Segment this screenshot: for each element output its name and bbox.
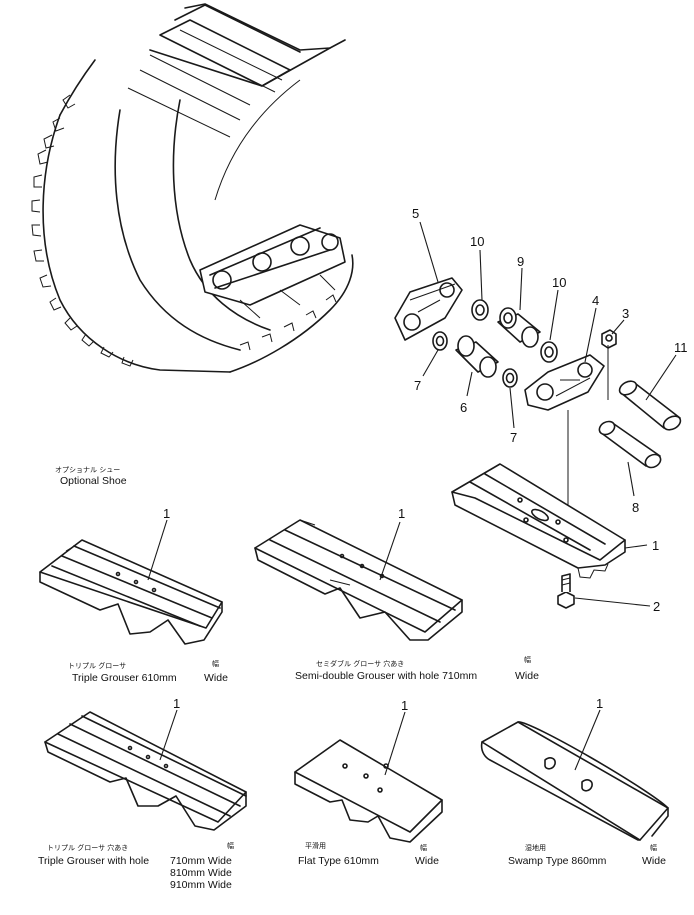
triple-jp-width: 幅: [212, 659, 219, 668]
seal-10-lower: [540, 341, 558, 363]
triple-hole-width-910: 910mm Wide: [170, 879, 232, 891]
leader-semidouble: [379, 521, 401, 581]
link-5: [394, 277, 463, 341]
flat-width: Wide: [415, 855, 439, 867]
assembly-line: [567, 345, 609, 520]
flat-label: Flat Type 610mm: [298, 855, 379, 867]
swamp-jp-width: 幅: [650, 843, 657, 852]
triple-width: Wide: [204, 672, 228, 684]
optional-shoe-jp: オプショナル シュー: [55, 466, 120, 474]
bushing-9: [497, 307, 541, 348]
triple-hole-width-710: 710mm Wide: [170, 855, 232, 867]
semidouble-label: Semi-double Grouser with hole 710mm: [295, 670, 477, 682]
optional-shoe-label: Optional Shoe: [60, 475, 127, 487]
callout-1-swamp: 1: [596, 696, 603, 711]
callout-5: 5: [412, 206, 419, 221]
track-assembly-illustration: [31, 3, 354, 373]
seal-7-left: [432, 331, 448, 351]
seal-10-upper: [471, 299, 489, 321]
leader-swamp: [574, 709, 601, 771]
triple-label: Triple Grouser 610mm: [72, 672, 177, 684]
bolt-2: [557, 573, 575, 609]
callout-1-triple-hole: 1: [173, 696, 180, 711]
semidouble-jp: セミダブル グローサ 穴あき: [316, 659, 404, 668]
leader-flat: [384, 711, 406, 776]
callout-8: 8: [632, 500, 639, 515]
triple-jp: トリプル グローサ: [68, 661, 126, 670]
shoe-triple-grouser-hole-illustration: [44, 711, 247, 831]
swamp-label: Swamp Type 860mm: [508, 855, 607, 867]
seal-7-right: [502, 368, 518, 388]
callout-10-upper: 10: [470, 234, 484, 249]
callout-2: 2: [653, 599, 660, 614]
flat-jp: 平滑用: [305, 841, 326, 850]
semidouble-jp-width: 幅: [524, 655, 531, 664]
track-shoe-standard: [451, 463, 626, 579]
triple-hole-label: Triple Grouser with hole: [38, 855, 149, 867]
triple-hole-width-810: 810mm Wide: [170, 867, 232, 879]
pin-11: [618, 380, 682, 431]
swamp-jp: 湿地用: [525, 843, 546, 852]
callout-11: 11: [674, 340, 688, 355]
callout-7-right: 7: [510, 430, 517, 445]
bushing-6: [455, 335, 499, 378]
callout-9: 9: [517, 254, 524, 269]
link-4: [524, 354, 605, 411]
shoe-flat-type-illustration: [294, 739, 443, 843]
callout-3: 3: [622, 306, 629, 321]
callout-1-triple: 1: [163, 506, 170, 521]
callout-1-flat: 1: [401, 698, 408, 713]
triple-hole-jp: トリプル グローサ 穴あき: [47, 843, 128, 852]
nut-3: [601, 329, 617, 349]
callout-6: 6: [460, 400, 467, 415]
callout-1-semidouble: 1: [398, 506, 405, 521]
shoe-triple-grouser-illustration: [39, 539, 223, 645]
shoe-semidouble-grouser-illustration: [254, 519, 463, 641]
shoe-swamp-type-illustration: [480, 721, 669, 841]
pin-8: [598, 420, 662, 469]
semidouble-width: Wide: [515, 670, 539, 682]
callout-10-lower: 10: [552, 275, 566, 290]
leader-triple-hole: [159, 709, 178, 761]
callout-7-left: 7: [414, 378, 421, 393]
callout-1: 1: [652, 538, 659, 553]
swamp-width: Wide: [642, 855, 666, 867]
callout-4: 4: [592, 293, 599, 308]
triple-hole-jp-width: 幅: [227, 841, 234, 850]
leader-triple: [147, 519, 168, 581]
flat-jp-width: 幅: [420, 843, 427, 852]
callout-leaders: [419, 221, 677, 607]
